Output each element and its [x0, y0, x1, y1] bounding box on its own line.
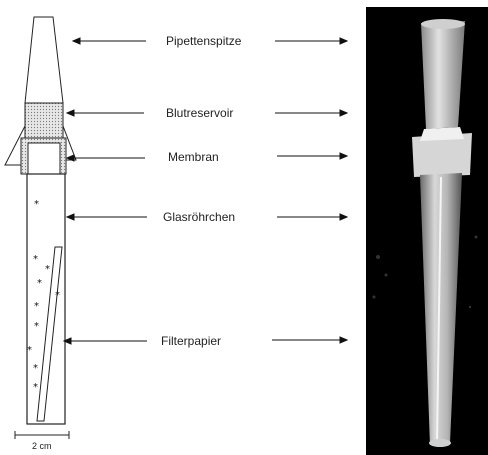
label-pipette-tip: Pipettenspitze: [166, 34, 241, 48]
scale-bar: [15, 431, 69, 439]
svg-text:*: *: [33, 382, 38, 393]
label-blood-reservoir: Blutreservoir: [166, 106, 233, 120]
pipette-tip-shape: [25, 17, 63, 103]
svg-text:*: *: [27, 345, 32, 356]
svg-text:*: *: [45, 264, 50, 275]
svg-text:*: *: [33, 254, 38, 265]
svg-text:*: *: [55, 290, 60, 301]
blood-reservoir-shape: [25, 103, 63, 143]
svg-text:*: *: [34, 199, 39, 210]
pipette-schematic: * * * * * * * * * *: [0, 0, 360, 455]
svg-text:*: *: [34, 321, 39, 332]
svg-text:*: *: [33, 363, 38, 374]
scale-bar-label: 2 cm: [32, 441, 52, 451]
label-filter-paper: Filterpapier: [161, 334, 221, 348]
label-glass-tube: Glasröhrchen: [163, 210, 235, 224]
svg-text:*: *: [34, 301, 39, 312]
label-membrane: Membran: [168, 150, 219, 164]
pipette-photo: [366, 7, 488, 455]
svg-text:*: *: [37, 278, 42, 289]
